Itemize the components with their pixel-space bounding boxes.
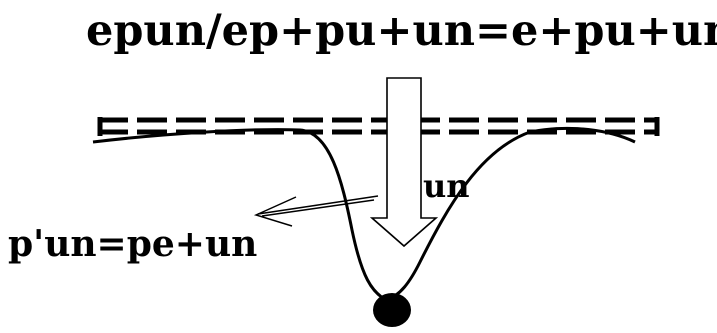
sphere-marker xyxy=(373,293,411,327)
inner-label: un xyxy=(423,167,470,205)
pointer-arrow-shaft-inner xyxy=(261,199,375,217)
pointer-arrow xyxy=(253,195,379,227)
top-equation-label: epun/ep+pu+un=e+pu+un xyxy=(86,6,717,56)
pointer-arrow-head xyxy=(253,196,297,227)
down-arrow xyxy=(369,77,439,248)
dashed-band xyxy=(98,117,658,135)
well-curve xyxy=(92,126,636,302)
pointer-arrow-shaft xyxy=(257,195,379,215)
bottom-equation-label: p'un=pe+un xyxy=(8,223,258,265)
